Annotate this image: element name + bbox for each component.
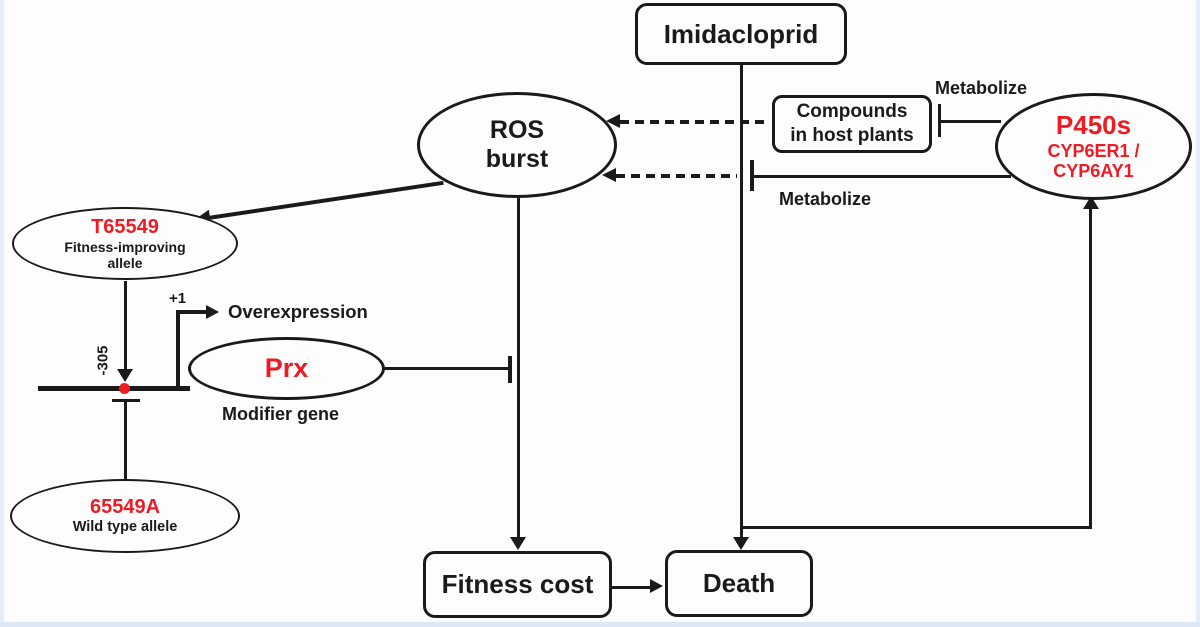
edge-p450s-inhibits-compounds xyxy=(941,119,1001,123)
edge-wildtype-to-gene xyxy=(123,400,127,479)
edge-ros-to-t65549 xyxy=(195,180,444,227)
node-65549a-wildtype: 65549A Wild type allele xyxy=(10,479,240,553)
prx-title: Prx xyxy=(264,352,309,383)
node-fitness-cost: Fitness cost xyxy=(423,551,612,618)
edge-imidacloprid-to-death xyxy=(739,65,743,539)
compounds-label-line1: Compounds xyxy=(796,101,908,123)
tbar-compounds xyxy=(937,104,941,137)
ros-label-line1: ROS xyxy=(489,116,545,145)
gene-line xyxy=(38,385,190,391)
minus-305-label: -305 xyxy=(94,345,112,376)
node-ros-burst: ROS burst xyxy=(417,92,617,198)
tbar-prx-target xyxy=(508,356,512,383)
ros-label-line2: burst xyxy=(485,145,549,173)
edge-prx-inhibition xyxy=(385,366,509,370)
p450s-sub2: CYP6AY1 xyxy=(1053,161,1134,182)
plus-one-label: +1 xyxy=(169,290,187,307)
arrowhead-tss xyxy=(206,305,219,319)
arrowhead-into-fitness-cost xyxy=(510,537,526,550)
node-imidacloprid: Imidacloprid xyxy=(635,3,847,65)
wildtype-sub: Wild type allele xyxy=(72,519,178,536)
node-p450s: P450s CYP6ER1 / CYP6AY1 xyxy=(995,93,1192,200)
snp-site-dot xyxy=(119,382,130,394)
death-label: Death xyxy=(702,568,776,598)
page-edge-left xyxy=(0,0,4,627)
t65549-title: T65549 xyxy=(91,215,159,238)
edge-t65549-to-promoter xyxy=(123,281,127,370)
edge-imidacloprid-branch-horizontal xyxy=(741,525,1092,529)
page-edge-bottom xyxy=(0,622,1200,627)
imidacloprid-label: Imidacloprid xyxy=(663,18,819,49)
arrowhead-dashed-into-ros-lower xyxy=(602,168,616,182)
dashed-edge-compounds-to-ros xyxy=(620,120,770,124)
tbar-imidacloprid-line xyxy=(750,160,754,191)
p450s-title: P450s xyxy=(1055,109,1132,140)
metabolize-label-middle: Metabolize xyxy=(779,189,872,209)
compounds-label-line2: in host plants xyxy=(790,125,914,146)
arrowhead-into-death xyxy=(733,537,749,550)
tss-arrow-vertical xyxy=(176,312,180,386)
edge-p450s-inhibits-imidacloprid xyxy=(753,174,1011,178)
dashed-edge-metabolized-to-ros xyxy=(616,174,737,178)
p450s-sub1: CYP6ER1 / xyxy=(1047,140,1140,161)
arrowhead-into-promoter-site xyxy=(117,369,133,382)
tss-arrow-horizontal xyxy=(176,310,207,314)
node-prx: Prx xyxy=(188,337,385,400)
node-death: Death xyxy=(665,550,813,617)
page-edge-right xyxy=(1196,0,1200,627)
metabolize-label-top: Metabolize xyxy=(935,78,1028,98)
edge-fitness-cost-to-death xyxy=(612,585,652,589)
fitness-cost-label: Fitness cost xyxy=(441,569,594,599)
node-t65549: T65549 Fitness-improving allele xyxy=(12,207,238,280)
t65549-sub1: Fitness-improving xyxy=(64,238,186,255)
edge-branch-up-to-p450s xyxy=(1089,207,1092,528)
wildtype-title: 65549A xyxy=(89,496,161,519)
overexpression-label: Overexpression xyxy=(228,301,368,322)
arrowhead-into-death-from-fitness xyxy=(650,579,663,593)
edge-ros-to-fitness-cost xyxy=(516,198,520,539)
t65549-sub2: allele xyxy=(107,255,143,271)
prx-caption: Modifier gene xyxy=(222,404,340,424)
node-compounds-in-host-plants: Compounds in host plants xyxy=(772,95,932,153)
